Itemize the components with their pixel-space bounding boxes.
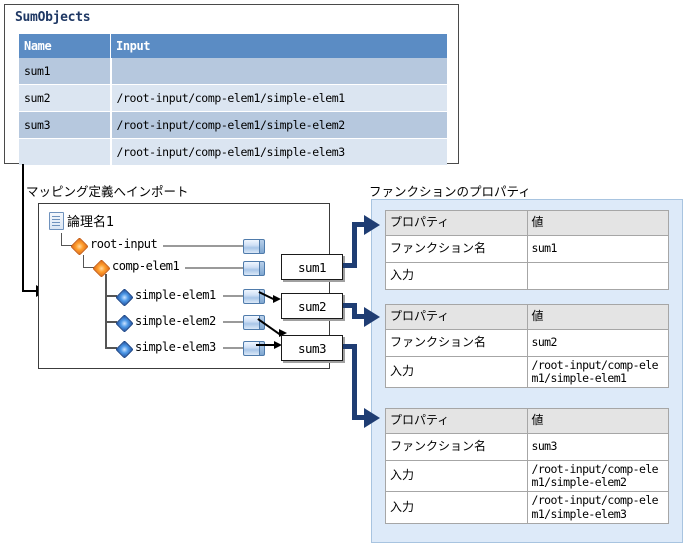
tree-root-label: 論理名1 xyxy=(67,215,115,230)
table-row[interactable]: sum2 /root-input/comp-elem1/simple-elem1 xyxy=(19,84,447,112)
table-row[interactable]: sum1 xyxy=(19,58,447,85)
tree-elbow-icon xyxy=(61,233,72,246)
function-properties-panel: プロパティ 値 ファンクション名 sum1 入力 プロパティ 値 ファンクション… xyxy=(371,199,683,543)
tree-node-label: simple-elem3 xyxy=(135,340,216,354)
property-key: ファンクション名 xyxy=(385,235,528,263)
table-row[interactable]: 入力 /root-input/comp-elem1/simple-elem1 xyxy=(385,355,669,389)
blue-connector-sum2-bottom xyxy=(352,314,366,319)
cell-name xyxy=(19,138,112,166)
property-value: sum2 xyxy=(526,329,669,357)
tree-branch xyxy=(105,321,117,323)
property-value: /root-input/comp-elem1/simple-elem2 xyxy=(526,459,669,493)
document-icon xyxy=(49,212,64,230)
blue-connector-sum1-top xyxy=(352,222,366,227)
function-box-sum3[interactable]: sum3 xyxy=(281,335,343,361)
table-header-row: プロパティ 値 xyxy=(385,304,669,330)
column-header-value: 値 xyxy=(526,408,669,434)
table-row[interactable]: 入力 /root-input/comp-elem1/simple-elem3 xyxy=(385,491,669,524)
property-key: 入力 xyxy=(385,459,528,493)
property-value: /root-input/comp-elem1/simple-elem3 xyxy=(526,491,669,524)
properties-section-caption: ファンクションのプロパティ xyxy=(369,184,531,199)
composite-node-icon xyxy=(70,237,89,256)
tree-lead-line xyxy=(223,347,243,349)
blue-connector-sum1-vertical xyxy=(352,222,357,268)
table-row[interactable]: ファンクション名 sum3 xyxy=(385,433,669,461)
column-header-property: プロパティ xyxy=(385,408,528,434)
tree-node-label: simple-elem2 xyxy=(135,314,216,328)
simple-node-icon xyxy=(115,314,134,333)
tree-lead-line xyxy=(185,267,243,269)
table-header-row: プロパティ 値 xyxy=(385,408,669,434)
table-row[interactable]: sum3 /root-input/comp-elem1/simple-elem2 xyxy=(19,111,447,139)
cell-name: sum2 xyxy=(19,84,112,112)
cell-input: /root-input/comp-elem1/simple-elem1 xyxy=(110,84,447,112)
tree-branch xyxy=(105,347,117,349)
blue-arrow-icon-3 xyxy=(364,407,380,428)
table-row[interactable]: 入力 /root-input/comp-elem1/simple-elem2 xyxy=(385,459,669,493)
cell-name: sum1 xyxy=(19,58,112,85)
column-header-property: プロパティ xyxy=(385,304,528,330)
property-key: ファンクション名 xyxy=(385,329,528,357)
property-value: /root-input/comp-elem1/simple-elem1 xyxy=(526,355,669,389)
table-header-row: プロパティ 値 xyxy=(385,210,669,236)
property-key: 入力 xyxy=(385,491,528,524)
simple-node-icon xyxy=(115,288,134,307)
sum-objects-table: Name Input sum1 sum2 /root-input/comp-el… xyxy=(19,34,447,166)
tree-lead-line xyxy=(223,321,243,323)
property-value: sum3 xyxy=(526,433,669,461)
mapping-section-caption: マッピング定義へインポート xyxy=(26,184,189,199)
property-value xyxy=(526,262,669,290)
cell-input: /root-input/comp-elem1/simple-elem3 xyxy=(110,138,447,166)
table-row[interactable]: ファンクション名 sum1 xyxy=(385,235,669,263)
column-header-input: Input xyxy=(110,34,447,58)
cell-input xyxy=(110,58,447,85)
blue-connector-sum2-vertical xyxy=(352,303,357,319)
column-header-value: 値 xyxy=(526,210,669,236)
property-table-sum2: プロパティ 値 ファンクション名 sum2 入力 /root-input/com… xyxy=(385,304,669,389)
import-connector-line-horizontal xyxy=(22,290,38,292)
table-row[interactable]: 入力 xyxy=(385,262,669,290)
simple-node-icon xyxy=(115,340,134,359)
cell-input: /root-input/comp-elem1/simple-elem2 xyxy=(110,111,447,139)
blue-connector-sum3-vertical xyxy=(352,344,357,420)
tree-node-label: simple-elem1 xyxy=(135,288,216,302)
blue-connector-sum2 xyxy=(343,303,357,308)
column-header-name: Name xyxy=(19,34,111,58)
sum-objects-title: SumObjects xyxy=(15,10,91,25)
property-key: ファンクション名 xyxy=(385,433,528,461)
tree-branch xyxy=(105,295,117,297)
property-table-sum1: プロパティ 値 ファンクション名 sum1 入力 xyxy=(385,210,669,290)
connector-plug-icon xyxy=(243,261,265,276)
tree-lead-line xyxy=(223,295,243,297)
property-value: sum1 xyxy=(526,235,669,263)
connector-plug-icon xyxy=(243,239,265,254)
blue-connector-sum3 xyxy=(343,344,357,349)
import-connector-line xyxy=(22,164,24,292)
table-row[interactable]: /root-input/comp-elem1/simple-elem3 xyxy=(19,138,447,166)
table-header-row: Name Input xyxy=(19,34,447,58)
column-header-property: プロパティ xyxy=(385,210,528,236)
tree-node-label: comp-elem1 xyxy=(112,259,180,273)
tree-spine xyxy=(105,274,107,348)
blue-connector-sum3-bottom xyxy=(352,415,366,420)
column-header-value: 値 xyxy=(526,304,669,330)
function-box-sum1[interactable]: sum1 xyxy=(281,254,343,280)
cell-name: sum3 xyxy=(19,111,112,139)
property-key: 入力 xyxy=(385,355,528,389)
mapping-tree-panel: 論理名1 root-input comp-elem1 simple-elem1 … xyxy=(38,203,330,369)
table-row[interactable]: ファンクション名 sum2 xyxy=(385,329,669,357)
tree-node-label: root-input xyxy=(90,237,158,251)
tree-elbow-icon xyxy=(83,255,94,268)
function-box-sum2[interactable]: sum2 xyxy=(281,293,343,319)
tree-lead-line xyxy=(163,245,243,247)
blue-arrow-icon-1 xyxy=(364,214,380,235)
sum-objects-panel: SumObjects Name Input sum1 sum2 /root-in… xyxy=(4,4,459,166)
property-key: 入力 xyxy=(385,262,528,290)
property-table-sum3: プロパティ 値 ファンクション名 sum3 入力 /root-input/com… xyxy=(385,408,669,524)
blue-connector-sum1 xyxy=(343,263,357,268)
composite-node-icon xyxy=(92,259,111,278)
blue-arrow-icon-2 xyxy=(364,306,380,327)
